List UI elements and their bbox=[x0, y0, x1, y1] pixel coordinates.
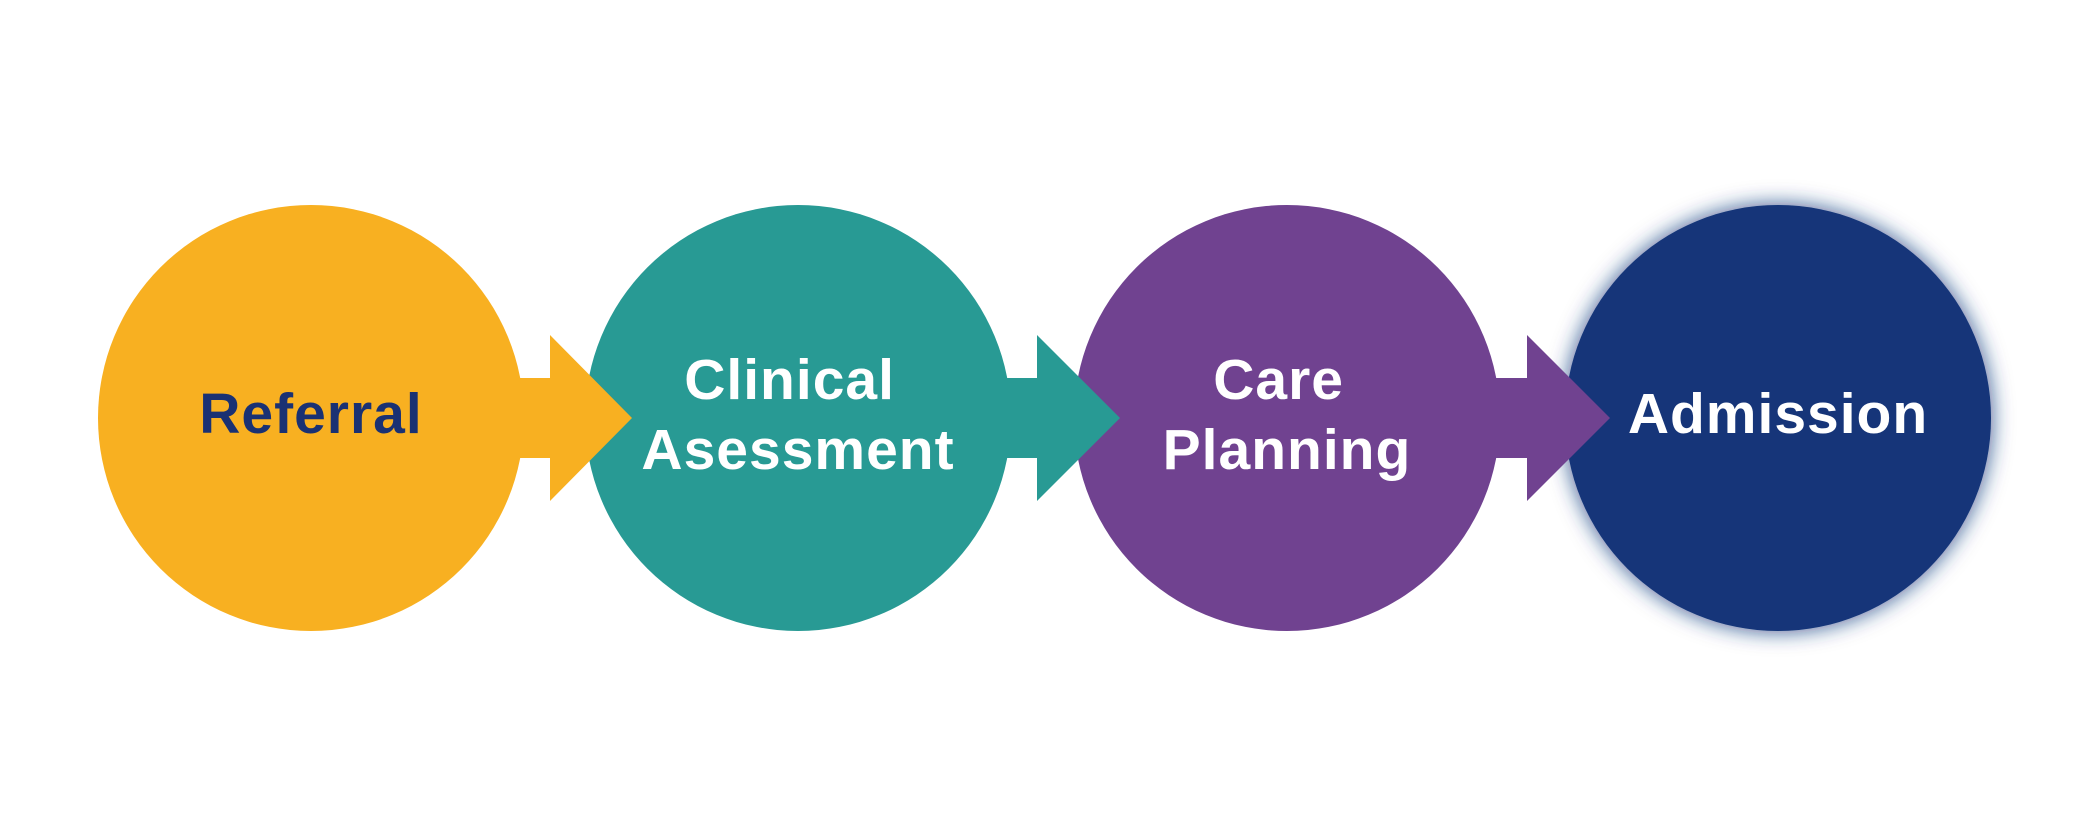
step-circle-care-planning bbox=[1074, 205, 1500, 631]
step-label-referral: Referral bbox=[199, 382, 422, 446]
step-label-care-planning: Care Planning bbox=[1163, 348, 1412, 482]
step-label-admission: Admission bbox=[1628, 382, 1928, 446]
step-circle-clinical-assessment bbox=[585, 205, 1011, 631]
arrow-care-planning-to-admission bbox=[1488, 335, 1610, 501]
arrow-referral-to-clinical-assessment bbox=[512, 335, 632, 501]
step-arrows bbox=[512, 335, 1610, 501]
arrow-clinical-assessment-to-care-planning bbox=[1000, 335, 1120, 501]
step-labels: Referral Clinical Asessment Care Plannin… bbox=[199, 348, 1928, 482]
step-circle-referral bbox=[98, 205, 524, 631]
step-circles bbox=[98, 205, 1991, 631]
step-circle-admission bbox=[1565, 205, 1991, 631]
step-label-clinical-assessment: Clinical Asessment bbox=[641, 348, 954, 482]
